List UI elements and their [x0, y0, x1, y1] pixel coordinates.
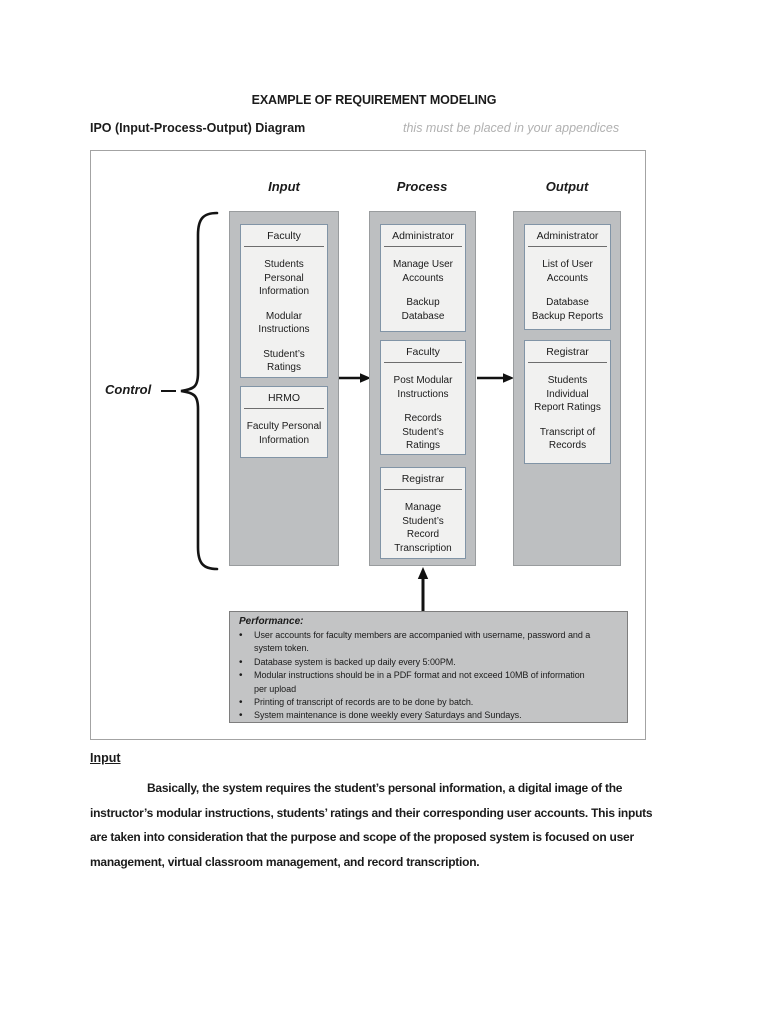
ipo-diagram-label: IPO (Input-Process-Output) Diagram [90, 121, 306, 135]
process-faculty-box: Faculty Post Modular Instructions Record… [380, 340, 466, 455]
box-item: Students Personal Information [258, 259, 310, 297]
process-administrator-box: Administrator Manage User Accounts Backu… [380, 224, 466, 332]
bullet-text: Modular instructions should be in a PDF … [254, 670, 585, 694]
bullet-icon: • [239, 697, 243, 709]
performance-bullet: • System maintenance is done weekly ever… [239, 709, 623, 722]
box-item: Students Individual Report Ratings [534, 375, 601, 413]
input-faculty-box: Faculty Students Personal Information Mo… [240, 224, 328, 378]
process-column: Administrator Manage User Accounts Backu… [369, 211, 476, 566]
box-header: HRMO [244, 387, 324, 409]
box-header: Faculty [384, 341, 462, 363]
performance-bullet: • Modular instructions should be in a PD… [239, 669, 623, 696]
box-item: Transcript of Records [539, 426, 596, 452]
bullet-icon: • [239, 630, 243, 641]
output-administrator-box: Administrator List of User Accounts Data… [524, 224, 611, 330]
box-item: Student’s Ratings [263, 348, 305, 374]
control-brace [180, 211, 219, 571]
output-column: Administrator List of User Accounts Data… [513, 211, 621, 566]
box-header: Faculty [244, 225, 324, 247]
ipo-diagram: Input Process Output Control Faculty Stu… [90, 150, 646, 740]
box-header: Administrator [528, 225, 607, 247]
performance-title: Performance: [239, 616, 304, 627]
bullet-text: User accounts for faculty members are ac… [254, 630, 591, 654]
input-column: Faculty Students Personal Information Mo… [229, 211, 339, 566]
output-registrar-box: Registrar Students Individual Report Rat… [524, 340, 611, 464]
box-item: Manage User Accounts [392, 259, 454, 284]
process-registrar-box: Registrar Manage Student’s Record Transc… [380, 467, 466, 559]
box-item: Modular Instructions [258, 310, 310, 336]
box-header: Registrar [528, 341, 607, 363]
page-title: EXAMPLE OF REQUIREMENT MODELING [251, 93, 497, 107]
arrowhead-performance-process [417, 567, 429, 579]
performance-bullet: • Database system is backed up daily eve… [239, 656, 623, 669]
bullet-text: System maintenance is done weekly every … [254, 710, 522, 721]
output-column-header: Output [545, 179, 589, 194]
box-item: Records Student’s Ratings [402, 413, 444, 451]
bullet-icon: • [239, 710, 243, 722]
control-label: Control [105, 382, 152, 397]
bullet-text: Printing of transcript of records are to… [254, 697, 474, 708]
box-item: Database Backup Reports [531, 297, 604, 322]
performance-box: Performance: • User accounts for faculty… [229, 611, 628, 723]
box-item: Backup Database [401, 297, 445, 322]
input-column-header: Input [268, 179, 300, 194]
box-header: Administrator [384, 225, 462, 247]
box-item: Faculty Personal Information [246, 421, 322, 446]
input-section-heading: Input [90, 751, 121, 765]
bullet-icon: • [239, 670, 243, 682]
input-section-paragraph: Basically, the system requires the stude… [90, 781, 653, 869]
appendices-note: this must be placed in your appendices [403, 121, 620, 135]
box-header: Registrar [384, 468, 462, 490]
bullet-text: Database system is backed up daily every… [254, 656, 456, 667]
process-column-header: Process [396, 179, 448, 194]
performance-bullet: • Printing of transcript of records are … [239, 696, 623, 709]
bullet-icon: • [239, 656, 243, 668]
box-item: Manage Student’s Record Transcription [394, 502, 452, 554]
input-hrmo-box: HRMO Faculty Personal Information [240, 386, 328, 458]
box-item: List of User Accounts [542, 259, 593, 284]
performance-bullet: • User accounts for faculty members are … [239, 629, 623, 656]
box-item: Post Modular Instructions [393, 375, 453, 400]
